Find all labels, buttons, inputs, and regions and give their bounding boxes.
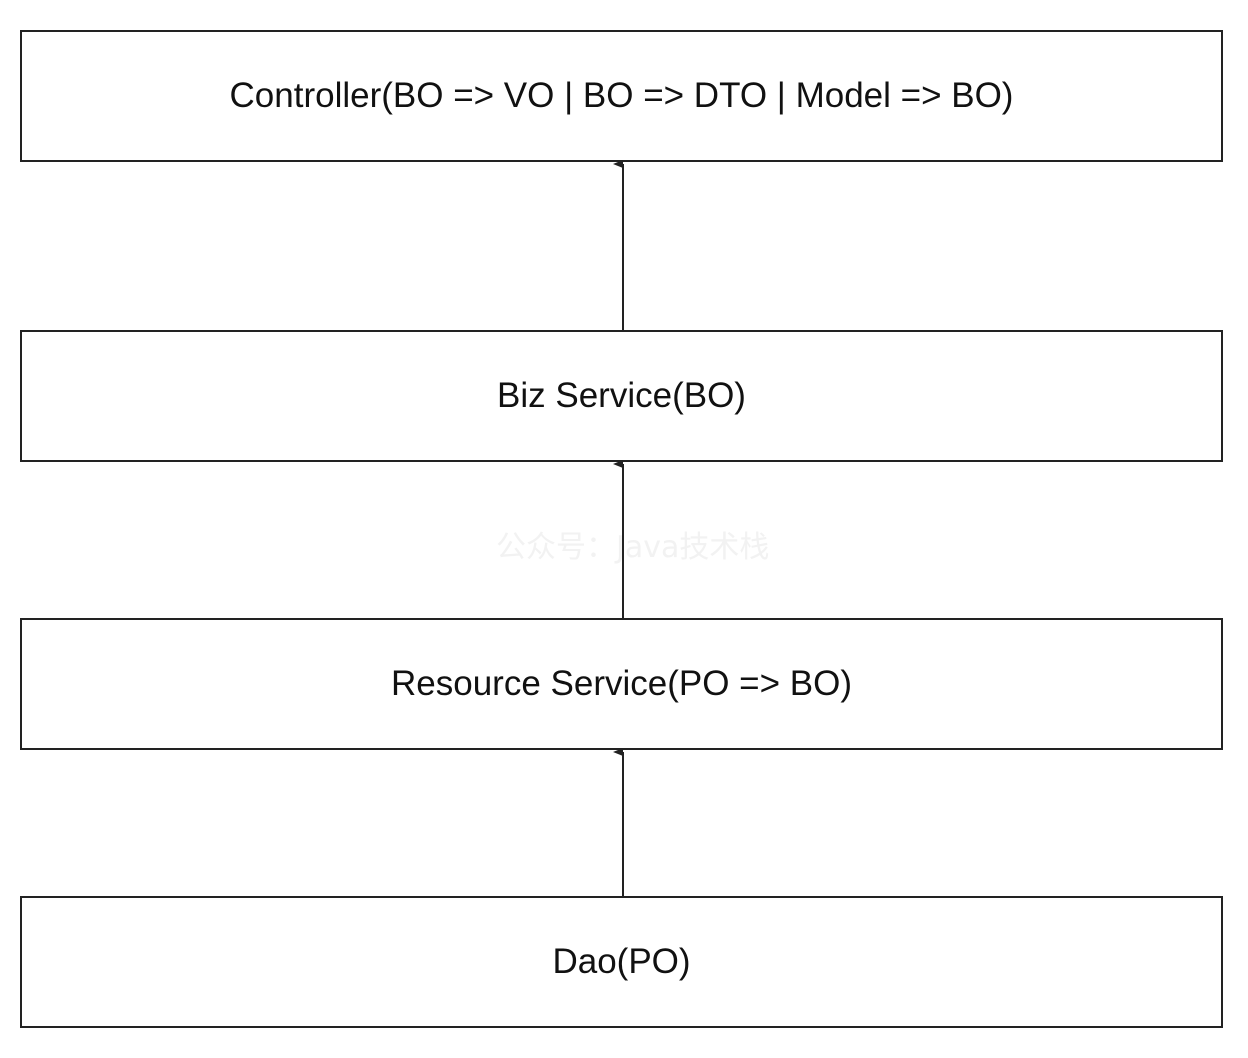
controller-layer-label: Controller(BO => VO | BO => DTO | Model … <box>229 76 1014 115</box>
biz-service-layer-box: Biz Service(BO) <box>20 330 1223 462</box>
resource-service-layer-label: Resource Service(PO => BO) <box>391 664 852 703</box>
watermark-text: 公众号：Java技术栈 <box>496 530 770 565</box>
controller-layer-box: Controller(BO => VO | BO => DTO | Model … <box>20 30 1223 162</box>
dao-layer-box: Dao(PO) <box>20 896 1223 1028</box>
dao-layer-label: Dao(PO) <box>552 942 691 981</box>
resource-service-layer-box: Resource Service(PO => BO) <box>20 618 1223 750</box>
biz-service-layer-label: Biz Service(BO) <box>497 376 746 415</box>
